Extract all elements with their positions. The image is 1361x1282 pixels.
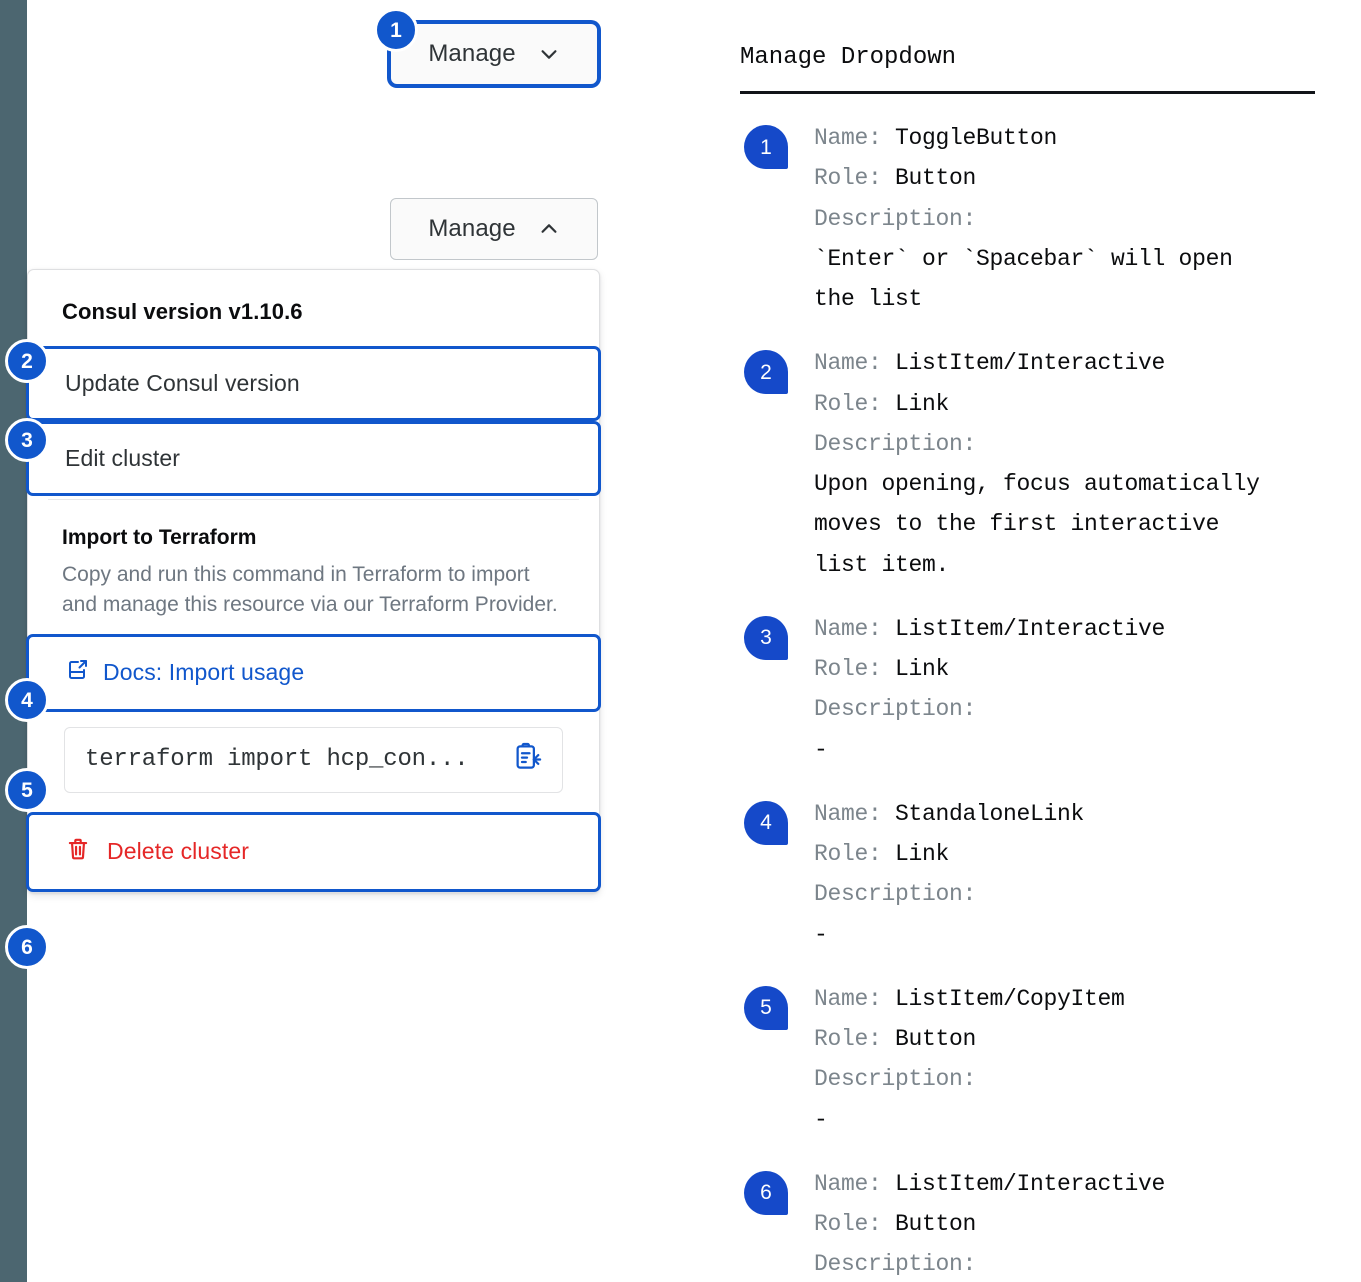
- legend-role-key: Role:: [814, 1026, 896, 1052]
- docs-external-link-icon: [65, 658, 89, 688]
- legend-name: Name: ListItem/Interactive: [814, 1164, 1340, 1204]
- legend-description-label: Description:: [814, 696, 977, 723]
- legend-name-value: ListItem/Interactive: [895, 350, 1166, 377]
- annotation-marker-4: 4: [5, 678, 49, 722]
- legend-role-key: Role:: [814, 1211, 896, 1237]
- chevron-up-icon: [538, 218, 560, 240]
- terraform-command-field[interactable]: terraform import hcp_con...: [64, 726, 563, 793]
- legend-description-text: -: [814, 1106, 828, 1133]
- legend-badge: 4: [744, 800, 788, 845]
- legend-description-text: -: [814, 736, 828, 763]
- legend-name: Name: ToggleButton: [814, 118, 1340, 158]
- legend-role: Role: Link: [814, 384, 1340, 424]
- manage-toggle-label: Manage: [428, 40, 516, 67]
- legend-description-text: `Enter` or `Spacebar` will open the list: [814, 245, 1233, 312]
- annotation-marker-5: 5: [5, 768, 49, 812]
- legend-role: Role: Link: [814, 834, 1340, 874]
- import-to-terraform-title: Import to Terraform: [62, 526, 257, 549]
- manage-toggle-button-collapsed[interactable]: Manage: [390, 23, 598, 85]
- clipboard-copy-icon[interactable]: [512, 742, 542, 777]
- legend-title-rule: [740, 91, 1315, 94]
- annotation-marker-2: 2: [5, 339, 49, 383]
- legend-badge: 5: [744, 985, 788, 1030]
- dropdown-header-consul-version: Consul version v1.10.6: [62, 299, 303, 324]
- legend-name-value: ListItem/Interactive: [895, 1170, 1166, 1197]
- legend-badge: 3: [744, 615, 788, 660]
- legend-badge: 2: [744, 350, 788, 395]
- legend-description-label: Description:: [814, 1251, 977, 1278]
- legend-description-text: Upon opening, focus automatically moves …: [814, 471, 1260, 578]
- import-to-terraform-description: Copy and run this command in Terraform t…: [62, 563, 558, 616]
- legend-role: Role: Link: [814, 649, 1340, 689]
- legend-description-label: Description:: [814, 430, 977, 457]
- menu-item-edit-cluster[interactable]: Edit cluster: [26, 421, 601, 496]
- legend-description-text: -: [814, 921, 828, 948]
- legend-description-label: Description:: [814, 881, 977, 908]
- legend-description-label: Description:: [814, 205, 977, 232]
- manage-toggle-button-expanded[interactable]: Manage: [390, 198, 598, 260]
- trash-icon: [65, 836, 91, 868]
- legend-role-value: Link: [895, 390, 950, 417]
- legend-role-value: Link: [895, 841, 950, 867]
- delete-cluster-label: Delete cluster: [107, 838, 250, 865]
- legend-role: Role: Button: [814, 158, 1340, 198]
- legend-role-value: Button: [895, 165, 977, 192]
- legend-title: Manage Dropdown: [740, 44, 957, 71]
- legend-name-key: Name:: [814, 350, 896, 377]
- legend-role-value: Button: [895, 1026, 977, 1052]
- legend-role-value: Link: [895, 656, 950, 682]
- legend-role-key: Role:: [814, 656, 896, 682]
- legend-role: Role: Button: [814, 1204, 1340, 1244]
- menu-item-label: Edit cluster: [65, 445, 180, 471]
- legend-role: Role: Button: [814, 1019, 1340, 1059]
- manage-dropdown-menu: Consul version v1.10.6 Update Consul ver…: [26, 269, 601, 893]
- legend-name-key: Name:: [814, 125, 896, 151]
- docs-link-label: Docs: Import usage: [103, 659, 305, 686]
- menu-item-delete-cluster[interactable]: Delete cluster: [26, 811, 601, 892]
- legend-role-key: Role:: [814, 390, 896, 417]
- annotation-marker-3: 3: [5, 418, 49, 462]
- legend-name: Name: ListItem/Interactive: [814, 343, 1340, 383]
- legend-description-label: Description:: [814, 1066, 977, 1093]
- legend-name-value: ListItem/Interactive: [895, 615, 1166, 642]
- annotation-marker-1: 1: [374, 8, 418, 52]
- legend-name-key: Name:: [814, 1170, 896, 1197]
- terraform-command-text: terraform import hcp_con...: [85, 746, 469, 774]
- legend-name-key: Name:: [814, 615, 896, 642]
- legend-role-value: Button: [895, 1211, 977, 1237]
- docs-link-content: Docs: Import usage: [65, 658, 562, 688]
- manage-toggle-label-expanded: Manage: [428, 215, 516, 242]
- legend-name-value: StandaloneLink: [895, 800, 1085, 827]
- legend-name-value: ListItem/CopyItem: [895, 985, 1125, 1012]
- chevron-down-icon: [538, 43, 560, 65]
- legend-role-key: Role:: [814, 165, 896, 192]
- legend-badge: 1: [744, 125, 788, 169]
- menu-item-copy-terraform-command[interactable]: terraform import hcp_con...: [28, 712, 599, 812]
- legend-name: Name: ListItem/CopyItem: [814, 979, 1340, 1019]
- legend-name: Name: ListItem/Interactive: [814, 609, 1340, 649]
- legend-name-value: ToggleButton: [895, 125, 1058, 151]
- delete-cluster-content: Delete cluster: [65, 836, 562, 868]
- legend-role-key: Role:: [814, 841, 896, 867]
- app-side-rail: [0, 0, 27, 1282]
- legend-name-key: Name:: [814, 985, 896, 1012]
- menu-item-update-consul-version[interactable]: Update Consul version: [26, 346, 601, 421]
- component-demo-pane: Manage Manage Consul version v1.10.6 Upd…: [5, 0, 687, 1282]
- menu-item-docs-import-usage[interactable]: Docs: Import usage: [26, 633, 601, 712]
- menu-item-label: Update Consul version: [65, 370, 300, 396]
- legend-name: Name: StandaloneLink: [814, 794, 1340, 834]
- menu-divider: [48, 499, 579, 500]
- annotation-marker-6: 6: [5, 925, 49, 969]
- legend-name-key: Name:: [814, 800, 896, 827]
- legend-badge: 6: [744, 1170, 788, 1215]
